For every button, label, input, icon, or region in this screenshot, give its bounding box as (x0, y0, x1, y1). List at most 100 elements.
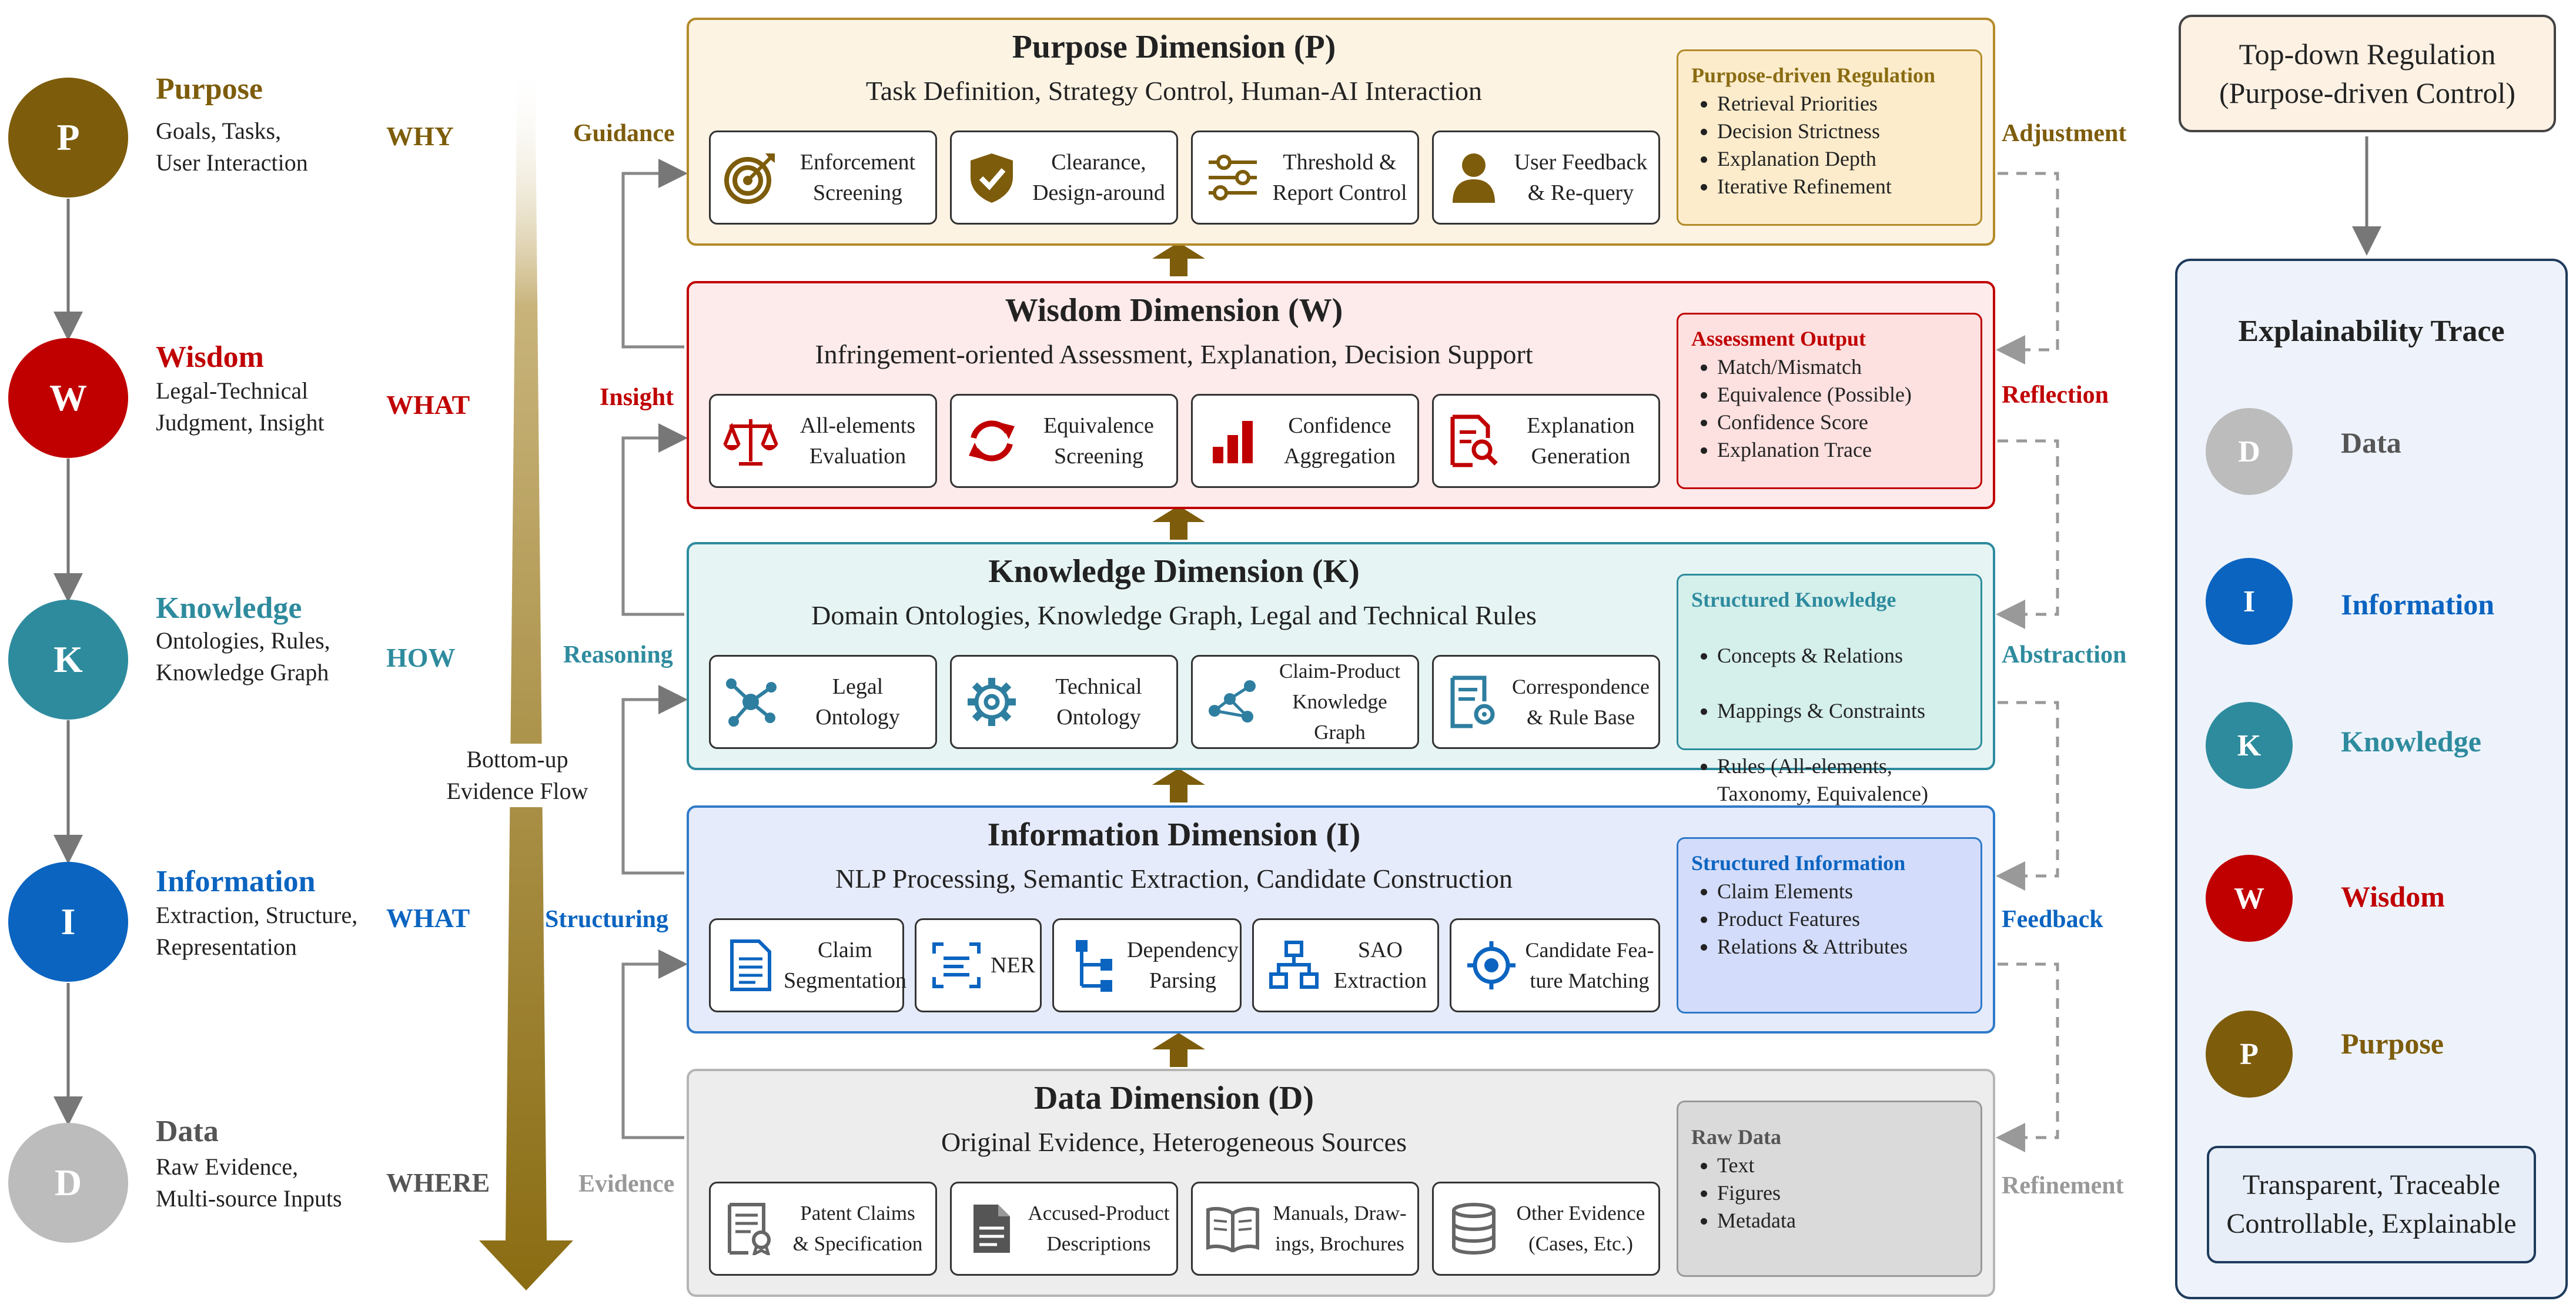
card-label: User Feedback & Re-query (1514, 150, 1648, 205)
tree-icon (1065, 936, 1123, 995)
level-question: WHERE (386, 1168, 490, 1198)
card-dependency-parsing: Dependency Parsing (1052, 918, 1242, 1012)
card-label: Claim-Product Knowledge Graph (1279, 660, 1401, 744)
card-label: All-elements Evaluation (799, 413, 916, 469)
label-adjustment: Adjustment (2002, 120, 2127, 147)
structured-information-box: Structured Information Claim Elements Pr… (1677, 837, 1982, 1014)
side-box-item: Text (1717, 1152, 1969, 1179)
card-threshold-report: Threshold & Report Control (1191, 131, 1419, 225)
side-box-list: Match/Mismatch Equivalence (Possible) Co… (1691, 353, 1969, 464)
card-accused-product: Accused-Product Descriptions (950, 1182, 1178, 1276)
data-circle: D (8, 1123, 128, 1243)
knowledge-dimension: Knowledge Dimension (K) Domain Ontologie… (687, 542, 1995, 805)
card-label: Candidate Fea- ture Matching (1525, 938, 1654, 992)
user-icon (1444, 148, 1503, 207)
purpose-dimension: Purpose Dimension (P) Task Definition, S… (687, 18, 1995, 246)
bottom-up-label: Bottom-up Evidence Flow (420, 744, 614, 807)
level-question: WHAT (386, 390, 470, 420)
document-search-icon (1444, 412, 1503, 470)
file-icon (962, 1199, 1021, 1258)
side-box-title: Structured Knowledge (1691, 588, 1896, 611)
level-title: Purpose (156, 72, 263, 106)
card-legal-ontology: Legal Ontology (709, 655, 937, 749)
dimension-title: Knowledge Dimension (K) (988, 553, 1360, 590)
target-icon (721, 148, 780, 207)
side-box-item: Product Features (1717, 905, 1969, 933)
side-box-list: Claim Elements Product Features Relation… (1691, 878, 1969, 961)
side-box-title: Structured Information (1691, 851, 1906, 875)
shield-check-icon (962, 148, 1021, 207)
trace-title: Explainability Trace (2238, 315, 2505, 348)
information-dimension: Information Dimension (I) NLP Processing… (687, 805, 1995, 1034)
card-enforcement-screening: Enforcement Screening (709, 131, 937, 225)
side-box-title: Purpose-driven Regulation (1691, 63, 1936, 87)
side-box-list: Concepts & Relations Mappings & Constrai… (1691, 614, 1969, 835)
card-user-feedback: User Feedback & Re-query (1432, 131, 1660, 225)
level-description: Goals, Tasks, User Interaction (156, 118, 308, 176)
card-label: Confidence Aggregation (1284, 413, 1396, 469)
purpose-regulation-box: Purpose-driven Regulation Retrieval Prio… (1677, 49, 1982, 226)
card-clearance: Clearance, Design-around (950, 131, 1178, 225)
document-icon (721, 936, 780, 995)
label-guidance: Guidance (573, 120, 675, 147)
side-box-item: Relations & Attributes (1717, 933, 1969, 961)
trace-label-knowledge: Knowledge (2341, 725, 2481, 758)
assessment-output-box: Assessment Output Match/Mismatch Equival… (1677, 313, 1982, 489)
side-box-list: Text Figures Metadata (1691, 1152, 1969, 1235)
trace-circle-purpose: P (2206, 1011, 2293, 1098)
scale-icon (721, 412, 780, 470)
trace-label-data: Data (2341, 426, 2401, 459)
database-icon (1444, 1199, 1503, 1258)
dimension-subtitle: NLP Processing, Semantic Extraction, Can… (835, 864, 1513, 894)
card-label: Other Evidence (Cases, Etc.) (1516, 1202, 1645, 1255)
dimension-title: Purpose Dimension (P) (1012, 29, 1336, 65)
level-title: Wisdom (156, 340, 264, 374)
raw-data-box: Raw Data Text Figures Metadata (1677, 1101, 1982, 1277)
level-title: Information (156, 865, 316, 898)
certificate-icon (721, 1199, 780, 1258)
network-icon (721, 673, 780, 731)
side-box-item: Retrieval Priorities (1717, 90, 1969, 118)
side-box-item: Decision Strictness (1717, 118, 1969, 145)
dimension-subtitle: Original Evidence, Heterogeneous Sources (941, 1127, 1407, 1157)
dimension-title: Information Dimension (I) (987, 817, 1361, 853)
label-evidence: Evidence (578, 1170, 675, 1198)
dimension-subtitle: Infringement-oriented Assessment, Explan… (815, 339, 1533, 369)
sliders-icon (1203, 148, 1262, 207)
card-label: Correspondence & Rule Base (1512, 675, 1650, 729)
card-label: Threshold & Report Control (1272, 150, 1407, 205)
side-box-item: Match/Mismatch (1717, 353, 1969, 381)
top-down-flow-arrow (479, 62, 573, 1290)
card-candidate-matching: Candidate Fea- ture Matching (1450, 918, 1660, 1012)
card-label: Claim Segmentation (784, 938, 906, 993)
label-reasoning: Reasoning (563, 641, 673, 668)
side-box-item: Concepts & Relations (1717, 642, 1969, 670)
purpose-circle: P (8, 78, 128, 198)
label-abstraction: Abstraction (2002, 641, 2127, 668)
text-scan-icon (927, 936, 986, 995)
card-technical-ontology: Technical Ontology (950, 655, 1178, 749)
card-label: Equivalence Screening (1043, 413, 1154, 469)
card-label: Dependency Parsing (1127, 938, 1239, 993)
trace-circle-wisdom: W (2206, 855, 2293, 942)
side-box-item: Explanation Depth (1717, 145, 1969, 173)
dimension-subtitle: Domain Ontologies, Knowledge Graph, Lega… (811, 600, 1537, 630)
card-label: Enforcement Screening (799, 150, 916, 205)
side-box-item: Figures (1717, 1179, 1969, 1207)
left-elbow-connectors (621, 159, 688, 1139)
label-reflection: Reflection (2002, 382, 2109, 409)
card-patent-claims: Patent Claims & Specification (709, 1182, 937, 1276)
card-label: NER (991, 953, 1035, 978)
side-box-title: Raw Data (1691, 1125, 1781, 1149)
top-down-regulation-box: Top-down Regulation (Purpose-driven Cont… (2179, 15, 2556, 132)
card-claim-product-kg: Claim-Product Knowledge Graph (1191, 655, 1419, 749)
level-question: WHAT (386, 903, 470, 933)
wisdom-dimension: Wisdom Dimension (W) Infringement-orient… (687, 281, 1995, 509)
side-box-title: Assessment Output (1691, 327, 1866, 350)
card-label: Manuals, Draw- ings, Brochures (1273, 1202, 1407, 1255)
trace-circle-information: I (2206, 558, 2293, 645)
label-insight: Insight (600, 384, 674, 411)
trace-label-information: Information (2341, 588, 2495, 621)
level-description: Ontologies, Rules, Knowledge Graph (156, 627, 330, 685)
card-label: SAO Extraction (1333, 938, 1427, 993)
